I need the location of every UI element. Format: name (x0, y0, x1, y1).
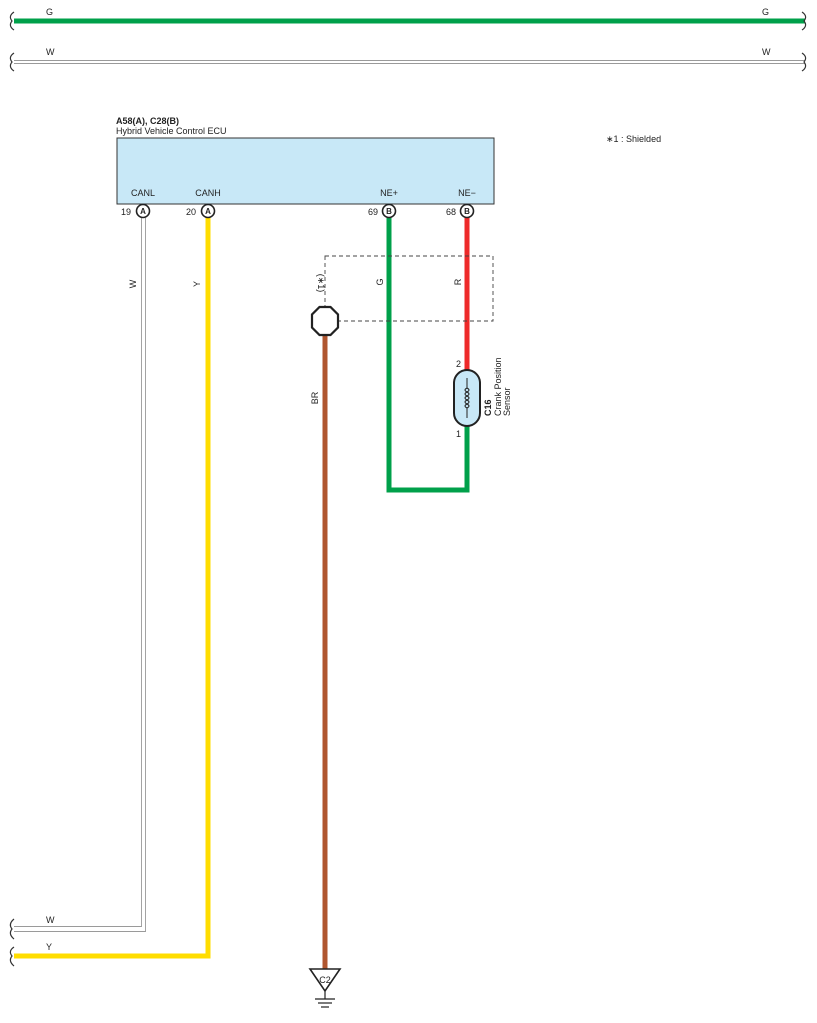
connector-pin-icon (200, 203, 216, 219)
break-mark-icon (801, 11, 807, 31)
ne-plus-wire: G (375, 218, 470, 493)
sensor-body (453, 369, 481, 427)
crank-position-sensor: 2 1 C16 Crank Position Sensor (453, 357, 512, 439)
wire-color-label: G (46, 7, 53, 17)
sensor-name-line2: Sensor (502, 387, 512, 416)
ecu-terminal-signal: CANH (195, 188, 221, 198)
connector-pin-icon (381, 203, 397, 219)
break-mark-icon (9, 11, 15, 31)
hybrid-vehicle-control-ecu: A58(A), C28(B) Hybrid Vehicle Control EC… (116, 116, 495, 205)
canl-wire: W W (9, 218, 146, 940)
sensor-pin-number: 2 (456, 359, 461, 369)
connector-pin-icon (135, 203, 151, 219)
pin-number: 69 (368, 207, 378, 217)
ecu-pin-ne-plus: 69 B (368, 203, 397, 219)
sensor-name-line1: Crank Position (493, 357, 503, 416)
connector-letter: A (140, 207, 146, 216)
ecu-terminal-signal: NE+ (380, 188, 398, 198)
break-mark-icon (9, 946, 15, 967)
ecu-box (116, 137, 495, 205)
ecu-terminal-signal: CANL (131, 188, 155, 198)
wire-color-label: G (762, 7, 769, 17)
pin-number: 20 (186, 207, 196, 217)
connector-letter: B (464, 207, 470, 216)
shield-outline: (∗1) (316, 255, 494, 322)
break-mark-icon (9, 52, 15, 72)
ground-point-c2: C2 (308, 968, 342, 1008)
sensor-code: C16 (483, 399, 493, 416)
ground-triangle-icon (308, 968, 342, 993)
ground-code: C2 (319, 975, 331, 985)
wire-color-label: W (128, 279, 138, 288)
shielded-note: ∗1 : Shielded (606, 134, 661, 144)
sensor-pin-number: 1 (456, 429, 461, 439)
wire-color-label: W (46, 915, 55, 925)
break-mark-icon (801, 52, 807, 72)
sensor-coil-icon (464, 387, 469, 409)
wire-color-label: G (375, 278, 385, 285)
ground-wire: BR (310, 336, 328, 970)
ecu-pin-canl: 19 A (121, 203, 151, 219)
shield-ground-joint-icon (310, 305, 340, 337)
connector-letter: B (386, 207, 392, 216)
wire-color-label: BR (310, 391, 320, 404)
wire-color-label: Y (46, 942, 52, 952)
wire-color-label: W (762, 47, 771, 57)
shield-marker: (∗1) (316, 274, 326, 293)
top-green-wire: G G (9, 7, 807, 31)
pin-number: 19 (121, 207, 131, 217)
ecu-pin-canh: 20 A (186, 203, 216, 219)
ecu-pin-ne-minus: 68 B (446, 203, 475, 219)
ne-minus-wire: R (453, 218, 470, 371)
ecu-name: Hybrid Vehicle Control ECU (116, 126, 227, 136)
ecu-terminal-signal: NE− (458, 188, 476, 198)
break-mark-icon (9, 918, 15, 940)
connector-pin-icon (459, 203, 475, 219)
wire-color-label: Y (192, 281, 202, 287)
canh-wire: Y Y (9, 218, 211, 967)
top-white-wire: W W (9, 47, 807, 72)
ecu-connector-code: A58(A), C28(B) (116, 116, 179, 126)
connector-letter: A (205, 207, 211, 216)
wire-color-label: W (46, 47, 55, 57)
pin-number: 68 (446, 207, 456, 217)
wire-color-label: R (453, 278, 463, 285)
